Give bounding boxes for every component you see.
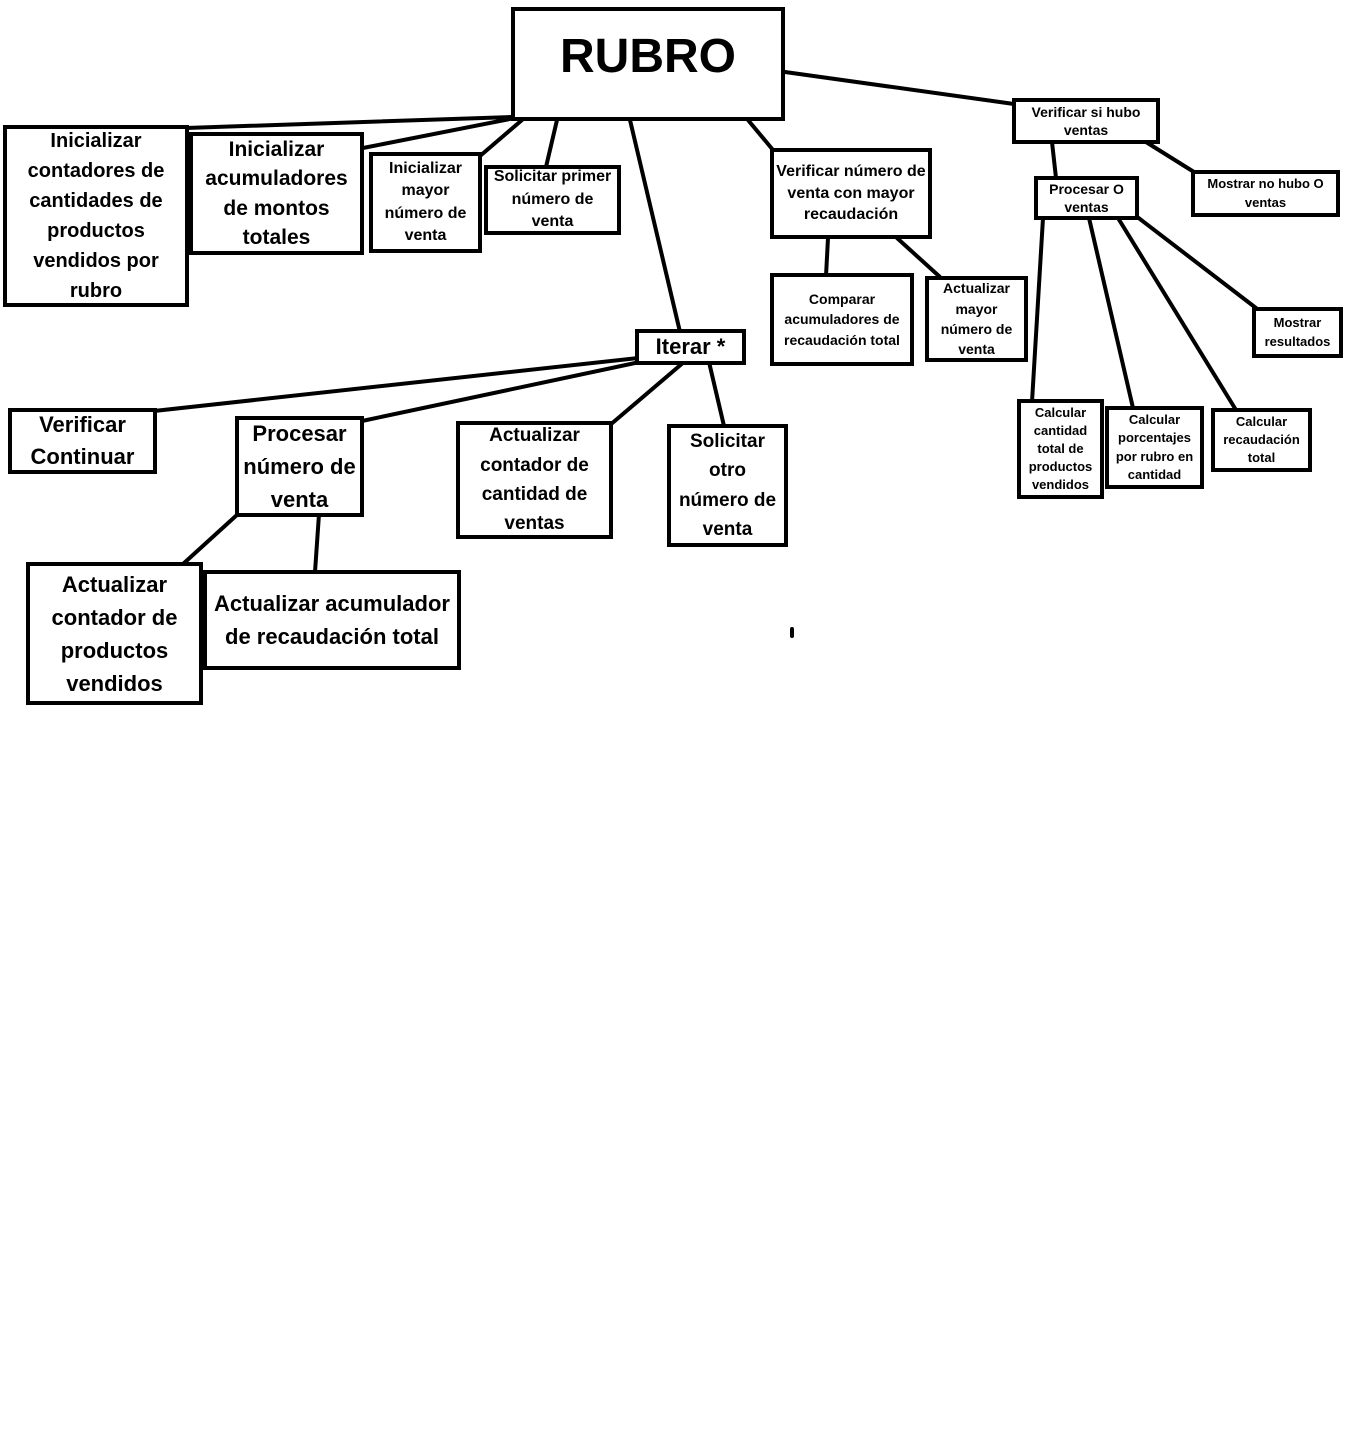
- edge-rubro-solicitar-primer: [544, 118, 559, 169]
- node-mostrar-resultados: Mostrar resultados: [1252, 307, 1343, 358]
- edge-procesar-actualizar-productos: [181, 512, 240, 566]
- node-init-acumuladores: Inicializar acumuladores de montos total…: [189, 132, 364, 255]
- node-procesar-0: Procesar O ventas: [1034, 176, 1139, 220]
- edge-rubro-init-acumuladores: [361, 116, 517, 150]
- node-actualizar-acumulador: Actualizar acumulador de recaudación tot…: [203, 570, 461, 670]
- edge-rubro-iterar: [628, 118, 682, 334]
- node-init-mayor: Inicializar mayor número de venta: [369, 152, 482, 253]
- edge-procesar0-calcular-recaudacion: [1116, 216, 1238, 412]
- edge-iterar-solicitar-otro: [707, 360, 726, 428]
- edge-rubro-verificar-mayor: [746, 118, 775, 152]
- edge-procesar0-mostrar-resultados: [1134, 214, 1258, 310]
- edge-verificar-mayor-actualizar: [895, 236, 942, 279]
- edge-rubro-verificar-hubo: [783, 70, 1016, 106]
- node-calcular-porcentajes: Calcular porcentajes por rubro en cantid…: [1105, 406, 1204, 489]
- node-mostrar-no-hubo: Mostrar no hubo O ventas: [1191, 170, 1340, 217]
- node-verificar-mayor: Verificar número de venta con mayor reca…: [770, 148, 932, 239]
- edge-rubro-init-mayor: [478, 118, 524, 158]
- node-init-contadores: Inicializar contadores de cantidades de …: [3, 125, 189, 307]
- edge-iterar-verificar-continuar: [152, 356, 640, 413]
- node-rubro: RUBRO: [511, 7, 785, 121]
- node-solicitar-otro: Solicitar otro número de venta: [667, 424, 788, 547]
- edge-procesar-actualizar-acumulador: [313, 512, 321, 574]
- node-verificar-continuar: Verificar Continuar: [8, 408, 157, 474]
- node-iterar: Iterar *: [635, 329, 746, 365]
- node-calcular-cantidad: Calcular cantidad total de productos ven…: [1017, 399, 1104, 499]
- node-actualizar-contador-productos: Actualizar contador de productos vendido…: [26, 562, 203, 705]
- edge-rubro-init-contadores: [184, 115, 514, 130]
- node-comparar: Comparar acumuladores de recaudación tot…: [770, 273, 914, 366]
- edge-iterar-actualizar-contador: [608, 360, 686, 427]
- node-verificar-hubo: Verificar si hubo ventas: [1012, 98, 1160, 144]
- edge-procesar0-calcular-porcentajes: [1087, 216, 1135, 410]
- node-actualizar-mayor: Actualizar mayor número de venta: [925, 276, 1028, 362]
- node-calcular-recaudacion: Calcular recaudación total: [1211, 408, 1312, 472]
- edge-verificar-hubo-procesar0: [1050, 140, 1058, 180]
- edge-iterar-procesar-numero: [360, 360, 642, 423]
- node-actualizar-contador-ventas: Actualizar contador de cantidad de venta…: [456, 421, 613, 539]
- edge-procesar0-calcular-cantidad: [1030, 216, 1045, 404]
- node-solicitar-primer: Solicitar primer número de venta: [484, 165, 621, 235]
- edge-verificar-hubo-mostrar-no: [1144, 140, 1196, 174]
- node-procesar-numero: Procesar número de venta: [235, 416, 364, 517]
- edge-verificar-mayor-comparar: [824, 236, 830, 278]
